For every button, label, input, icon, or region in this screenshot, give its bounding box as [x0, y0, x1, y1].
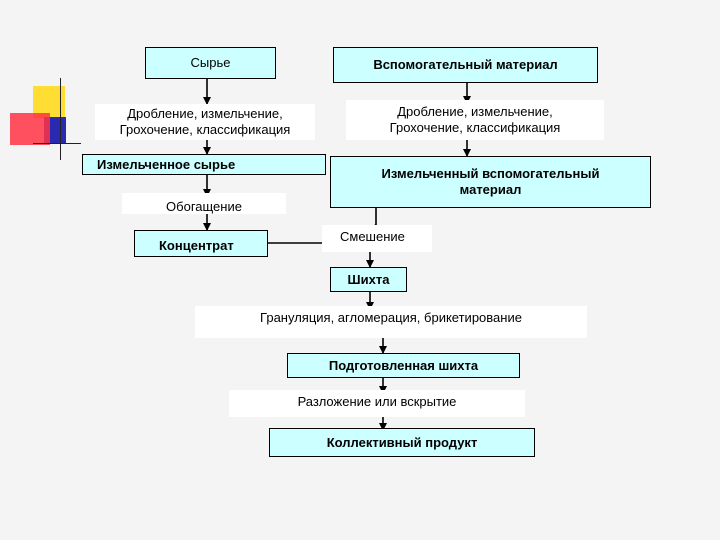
node-crush-left: Дробление, измельчение, Грохочение, клас…	[95, 104, 315, 140]
node-milled-aux-line1: Измельченный вспомогательный	[381, 166, 600, 181]
node-aux-material: Вспомогательный материал	[333, 47, 598, 83]
deco-yellow-square	[33, 86, 65, 118]
node-decomposition: Разложение или вскрытие	[229, 390, 525, 417]
node-milled-raw: Измельченное сырье	[82, 154, 326, 175]
deco-horizontal-line	[33, 143, 81, 144]
node-milled-aux-line2: материал	[459, 182, 522, 197]
node-raw: Сырье	[145, 47, 276, 79]
node-crush-left-line1: Дробление, измельчение,	[127, 106, 283, 121]
node-crush-right-line1: Дробление, измельчение,	[397, 104, 553, 119]
node-collective-product: Коллективный продукт	[269, 428, 535, 457]
node-milled-aux: Измельченный вспомогательный материал	[330, 156, 651, 208]
node-enrich: Обогащение	[122, 193, 286, 214]
node-agglomeration: Грануляция, агломерация, брикетирование	[195, 306, 587, 338]
node-crush-right: Дробление, измельчение, Грохочение, клас…	[346, 100, 604, 140]
node-crush-left-line2: Грохочение, классификация	[119, 122, 291, 137]
node-charge: Шихта	[330, 267, 407, 292]
node-prepared-charge: Подготовленная шихта	[287, 353, 520, 378]
node-crush-right-line2: Грохочение, классификация	[389, 120, 561, 135]
deco-red-square	[10, 113, 50, 145]
node-mixing: Смешение	[322, 225, 432, 252]
node-concentrate: Концентрат	[134, 230, 268, 257]
deco-vertical-line	[60, 78, 61, 160]
